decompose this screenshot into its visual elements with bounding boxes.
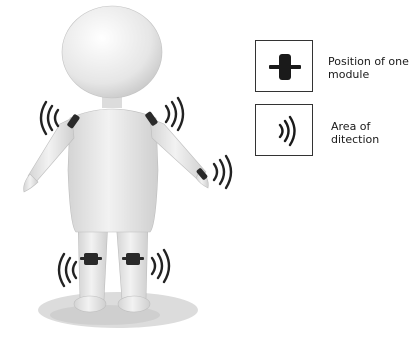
waves-left-ankle (59, 254, 76, 286)
waves-right-ankle (152, 250, 169, 282)
legend-area-box (255, 104, 313, 156)
sensor-module-icon (256, 41, 314, 93)
waves-right-shoulder (166, 98, 183, 130)
waves-right-wrist (214, 156, 231, 188)
ground-shadow (38, 292, 198, 328)
legend-module-box (255, 40, 313, 92)
figure-torso (68, 109, 158, 232)
detection-waves-icon (256, 105, 314, 157)
legend-area-label: Area of ditection (331, 120, 410, 146)
figure-head (62, 6, 162, 98)
human-figure-illustration (0, 0, 250, 343)
legend-module-label: Position of one module (328, 55, 410, 81)
waves-left-shoulder (41, 102, 58, 134)
